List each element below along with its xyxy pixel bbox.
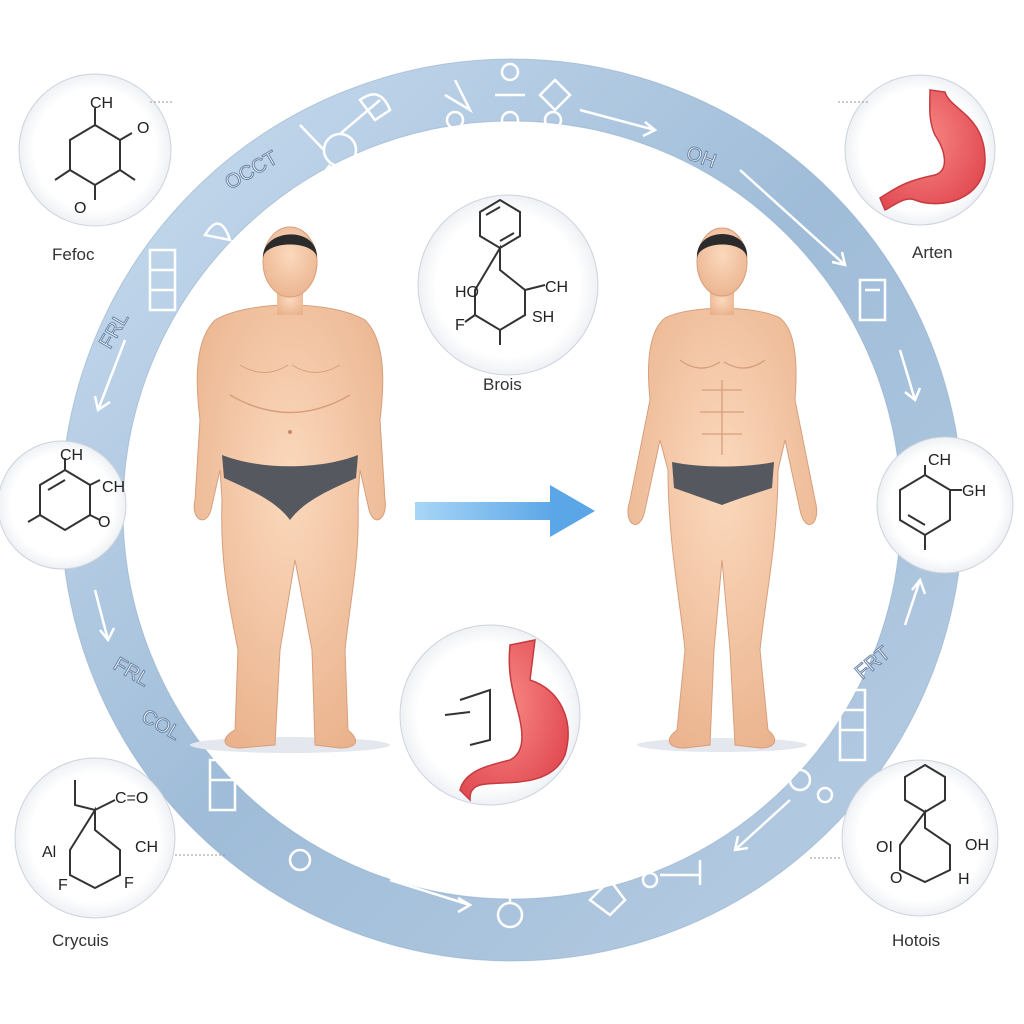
chem-label: HO — [455, 284, 479, 301]
label-top-right: Arten — [912, 243, 953, 262]
molecule-circle-right-mid: CH GH — [876, 436, 1014, 574]
chem-label: C=O — [115, 790, 148, 807]
lean-figure — [627, 227, 818, 752]
chem-label: F — [124, 875, 134, 892]
label-bottom-left: Crycuis — [52, 931, 109, 950]
chem-label: O — [74, 200, 86, 217]
chem-label: CH — [135, 839, 158, 856]
chem-label: O — [137, 120, 149, 137]
chem-label: Al — [42, 844, 56, 861]
label-bottom-right: Hotois — [892, 931, 940, 950]
chem-label: O — [98, 514, 110, 531]
molecule-circle-center-top: HO CH F SH — [417, 194, 599, 376]
chem-label: F — [455, 317, 465, 334]
chem-label: GH — [962, 483, 986, 500]
ring-arrows — [93, 108, 927, 914]
stomach-circle-center-bottom — [399, 624, 581, 806]
molecule-circle-top-left: CH O O — [18, 73, 172, 227]
stomach-circle-top-right — [838, 74, 996, 226]
label-top-left: Fefoc — [52, 245, 95, 264]
molecule-circle-left-mid: CH CH O — [0, 440, 127, 570]
chem-label: CH — [60, 447, 83, 464]
molecule-circle-bottom-left: C=O Al CH F F — [14, 757, 225, 919]
ring-molecules — [148, 62, 887, 929]
chem-label: O — [890, 870, 902, 887]
chem-label: CH — [90, 95, 113, 112]
chem-label: SH — [532, 309, 554, 326]
chem-label: OH — [965, 837, 989, 854]
transformation-arrow — [415, 485, 595, 537]
chem-label: OI — [876, 839, 893, 856]
chem-label: H — [958, 871, 970, 888]
chem-label: CH — [928, 452, 951, 469]
chem-label: F — [58, 877, 68, 894]
molecule-circle-bottom-right: OI OH O H — [810, 759, 999, 917]
chem-label: CH — [545, 279, 568, 296]
label-center-top: Brois — [483, 375, 522, 394]
overweight-figure — [190, 226, 390, 753]
chem-label: CH — [102, 479, 125, 496]
